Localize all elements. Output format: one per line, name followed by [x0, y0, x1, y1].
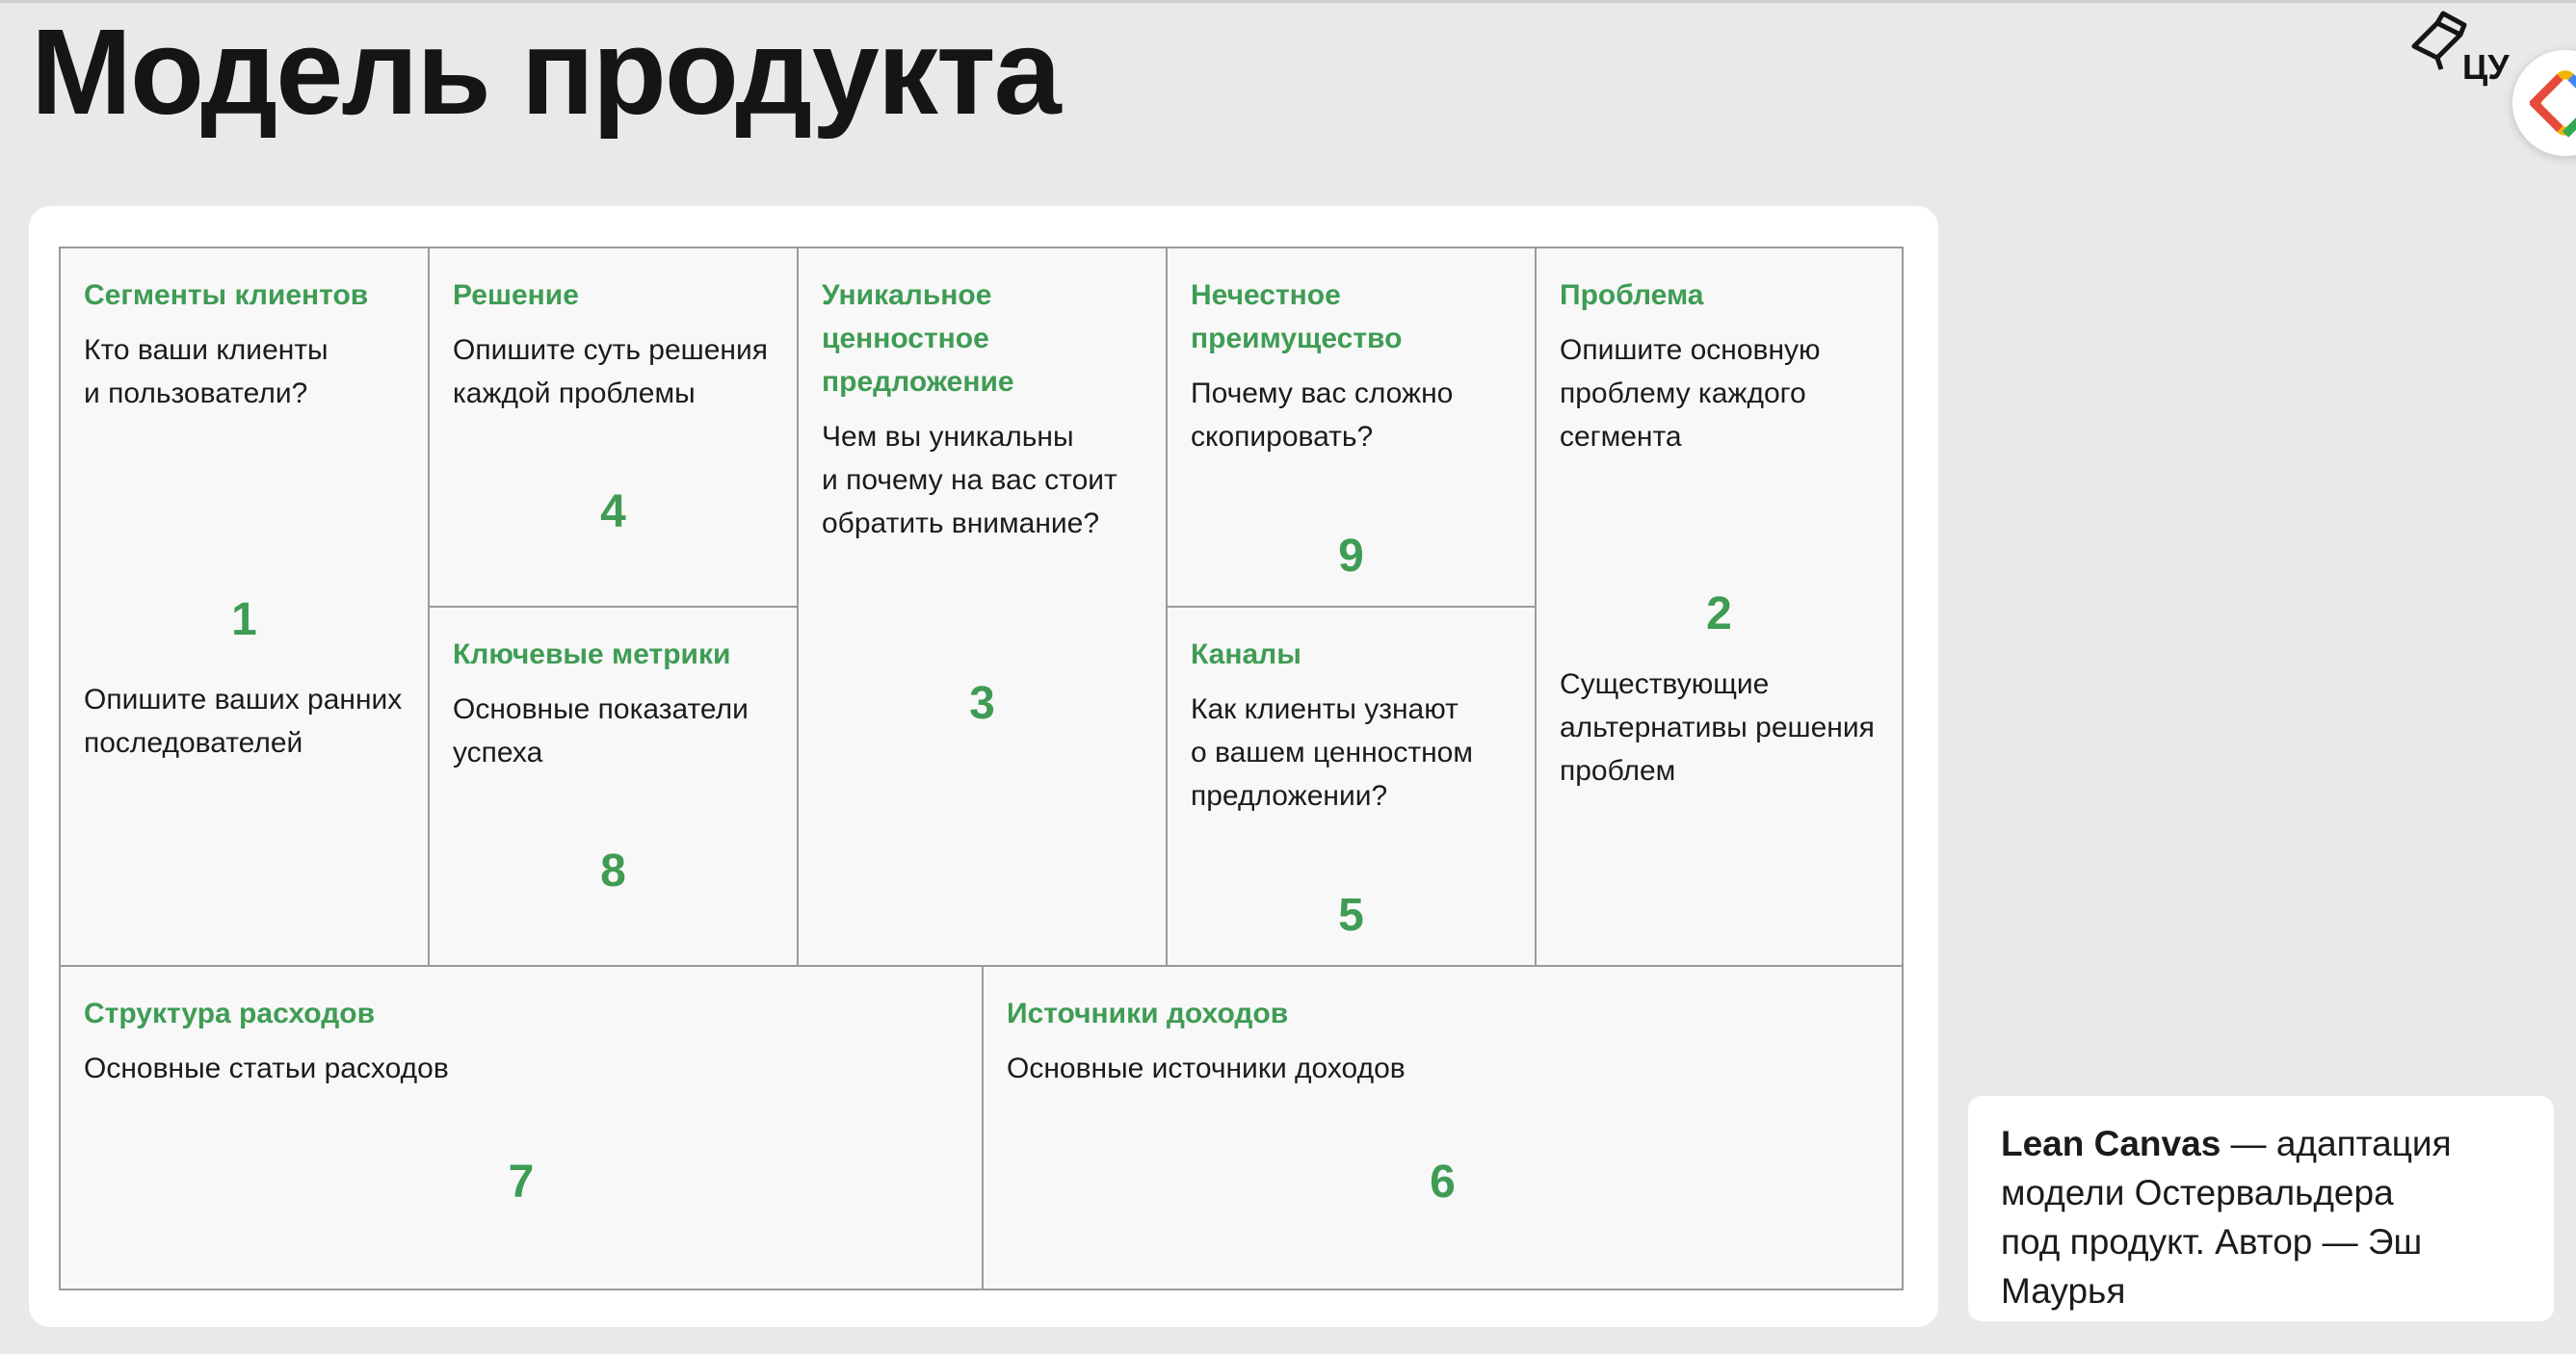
cell-unique-value-proposition: Уникальное ценностное предложение Чем вы…	[797, 247, 1168, 967]
cell-question: Чем вы уникальны и почему на вас стоит о…	[822, 421, 1117, 539]
logo-text: ЦУ	[2462, 47, 2510, 87]
cell-question: Основные показатели успеха	[453, 693, 749, 768]
cell-heading: Ключевые метрики	[453, 638, 731, 670]
cell-extra: Опишите ваших ранних последователей	[84, 684, 403, 759]
cell-number: 4	[600, 486, 626, 537]
cell-heading: Проблема	[1560, 279, 1704, 311]
cell-question: Почему вас сложно скопировать?	[1191, 378, 1454, 453]
cell-number: 1	[231, 594, 257, 645]
cell-number: 6	[1430, 1157, 1456, 1208]
cell-heading: Сегменты клиентов	[84, 279, 369, 311]
cell-number: 2	[1706, 588, 1732, 639]
cell-heading: Каналы	[1191, 638, 1301, 670]
diamond-logo-icon	[2530, 70, 2576, 138]
cell-key-metrics: Ключевые метрики Основные показатели усп…	[428, 606, 799, 967]
cell-question: Опишите основную проблему каждого сегмен…	[1560, 334, 1821, 453]
cell-number: 5	[1338, 890, 1364, 941]
cell-number: 9	[1338, 531, 1364, 582]
cell-customer-segments: Сегменты клиентов Кто ваши клиенты и пол…	[59, 247, 430, 967]
top-divider	[0, 0, 2576, 3]
cell-number: 8	[600, 846, 626, 897]
cell-question: Как клиенты узнают о вашем ценностном пр…	[1191, 693, 1473, 812]
cell-heading: Нечестное преимущество	[1191, 279, 1403, 354]
cell-question: Основные источники доходов	[1007, 1053, 1406, 1084]
cell-question: Кто ваши клиенты и пользователи?	[84, 334, 329, 409]
cell-unfair-advantage: Нечестное преимущество Почему вас сложно…	[1166, 247, 1537, 608]
cell-heading: Структура расходов	[84, 998, 376, 1029]
cell-revenue-streams: Источники доходов Основные источники дох…	[982, 965, 1904, 1290]
cell-cost-structure: Структура расходов Основные статьи расхо…	[59, 965, 984, 1290]
assistant-widget-button[interactable]	[2512, 50, 2576, 156]
cell-solution: Решение Опишите суть решения каждой проб…	[428, 247, 799, 608]
cell-number: 7	[508, 1157, 535, 1208]
note-bold: Lean Canvas	[2001, 1124, 2221, 1163]
cell-heading: Источники доходов	[1007, 998, 1289, 1029]
cell-problem: Проблема Опишите основную проблему каждо…	[1535, 247, 1904, 967]
cell-question: Основные статьи расходов	[84, 1053, 449, 1084]
cell-extra: Существующие альтернативы решения пробле…	[1560, 668, 1875, 787]
cell-heading: Уникальное ценностное предложение	[822, 279, 1014, 398]
cell-question: Опишите суть решения каждой проблемы	[453, 334, 768, 409]
lean-canvas-note: Lean Canvas — адаптация модели Остерваль…	[1968, 1096, 2554, 1321]
cell-number: 3	[969, 678, 995, 729]
cu-logo: ЦУ	[2411, 11, 2510, 87]
cell-channels: Каналы Как клиенты узнают о вашем ценнос…	[1166, 606, 1537, 967]
cell-heading: Решение	[453, 279, 579, 311]
page-title: Модель продукта	[31, 4, 1062, 140]
lean-canvas-grid: Сегменты клиентов Кто ваши клиенты и пол…	[59, 247, 1904, 1290]
